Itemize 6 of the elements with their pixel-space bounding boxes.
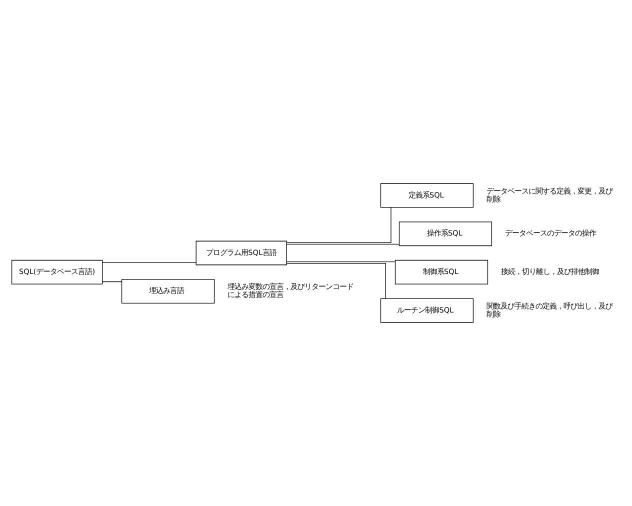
connector <box>286 244 400 245</box>
connector <box>286 207 392 243</box>
connector <box>286 263 386 299</box>
connector <box>102 281 122 282</box>
connector <box>102 262 196 263</box>
connector <box>286 261 396 262</box>
